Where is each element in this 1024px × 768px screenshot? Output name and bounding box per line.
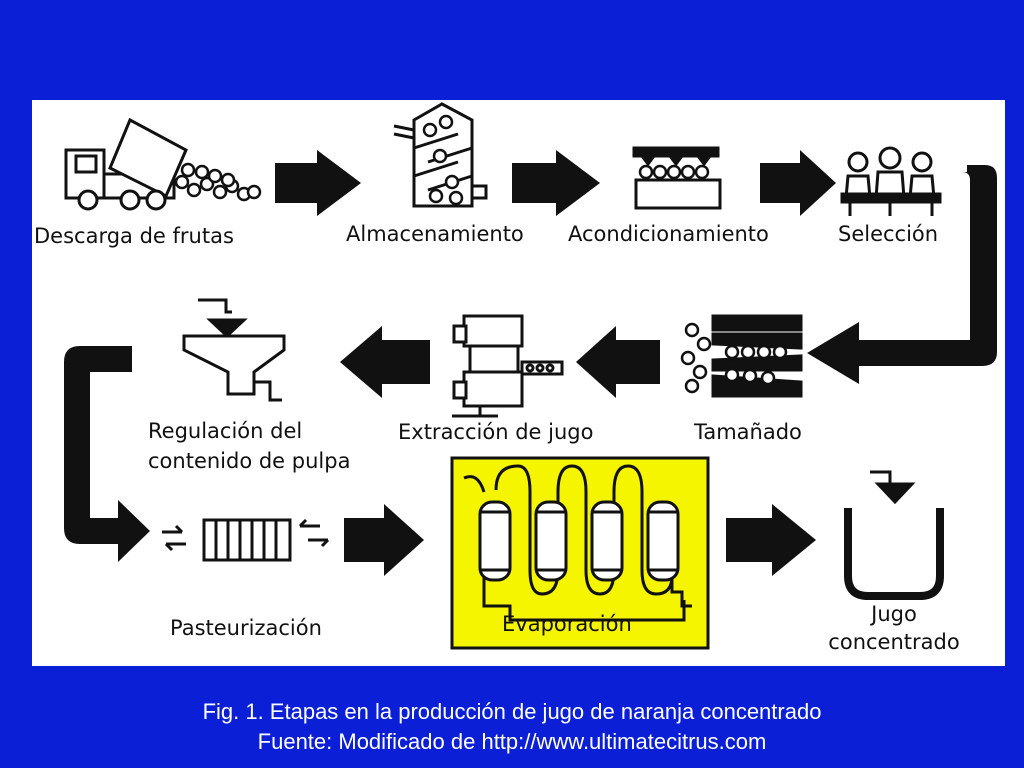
label-jugo-line2: concentrado	[828, 630, 960, 655]
arrow-left-2	[340, 326, 430, 398]
arrow-right-1	[275, 150, 361, 216]
concentrate-container-icon	[844, 470, 944, 600]
arrow-right-2	[512, 150, 600, 216]
process-flow-diagram	[64, 102, 997, 650]
label-regulacion: Regulación del contenido de pulpa	[148, 416, 350, 477]
selection-workers-icon	[840, 146, 942, 216]
label-acondicionamiento: Acondicionamiento	[568, 222, 769, 246]
arrow-right-5	[726, 504, 816, 576]
connector-arrow-right-side	[807, 165, 997, 384]
label-regulacion-line1: Regulación del	[148, 419, 303, 443]
caption-title: Fig. 1. Etapas en la producción de jugo …	[202, 699, 822, 724]
label-jugo-line1: Jugo	[871, 602, 917, 626]
arrow-right-3	[760, 150, 836, 216]
sizing-rollers-icon	[680, 314, 803, 398]
dump-truck-icon	[64, 117, 262, 211]
arrow-left-1	[576, 326, 660, 398]
conditioning-machine-icon	[632, 146, 722, 210]
label-pasteurizacion: Pasteurización	[170, 616, 322, 640]
pasteurizer-icon	[162, 518, 330, 562]
label-extraccion: Extracción de jugo	[398, 420, 594, 444]
caption-source: Fuente: Modificado de http://www.ultimat…	[257, 729, 767, 754]
label-evaporacion: Evaporación	[502, 612, 632, 636]
diagram-panel: Descarga de frutas Almacenamiento Acondi…	[32, 100, 1005, 666]
pulp-regulation-hopper-icon	[182, 298, 286, 402]
connector-arrow-left-side	[64, 346, 150, 562]
arrow-right-4	[344, 504, 424, 576]
figure-caption: Fig. 1. Etapas en la producción de jugo …	[0, 697, 1024, 757]
juice-extractor-icon	[452, 314, 564, 418]
storage-silo-icon	[393, 102, 488, 208]
label-tamanado: Tamañado	[694, 420, 802, 444]
label-seleccion: Selección	[838, 222, 939, 246]
label-jugo-concentrado: Jugo concentrado	[814, 600, 974, 657]
evaporator-columns-icon	[463, 464, 692, 622]
label-descarga: Descarga de frutas	[34, 224, 234, 248]
label-almacenamiento: Almacenamiento	[346, 222, 524, 246]
label-regulacion-line2: contenido de pulpa	[148, 449, 351, 474]
